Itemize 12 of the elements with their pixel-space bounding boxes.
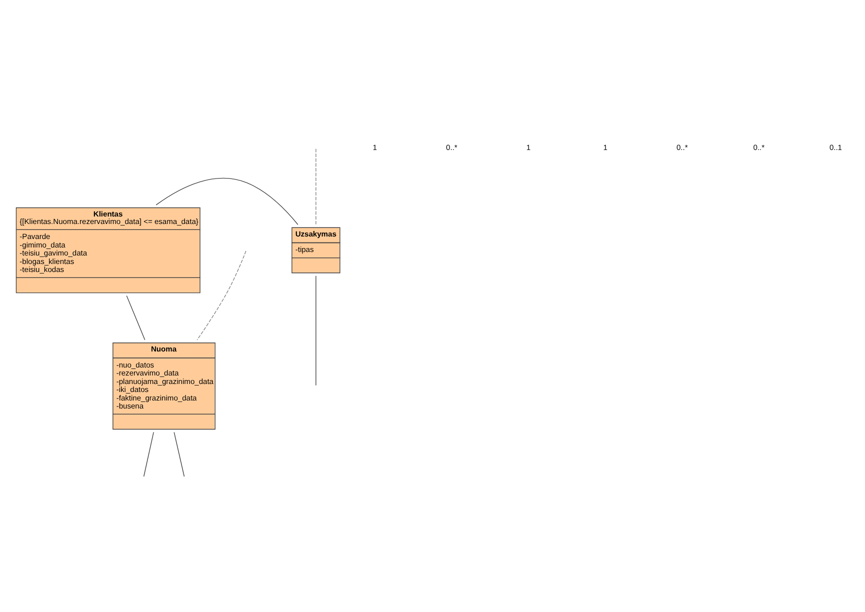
connector — [174, 431, 185, 476]
label: 0..* — [676, 142, 688, 152]
label: 1 — [372, 142, 377, 152]
connector — [126, 294, 146, 340]
label: 0..* — [446, 142, 458, 152]
label: 1 — [526, 142, 531, 152]
connector — [143, 431, 154, 476]
connector — [156, 177, 298, 224]
label: 0..1 — [829, 142, 842, 152]
connector — [196, 250, 246, 340]
label: 0..* — [753, 142, 765, 152]
label: 1 — [603, 142, 608, 152]
